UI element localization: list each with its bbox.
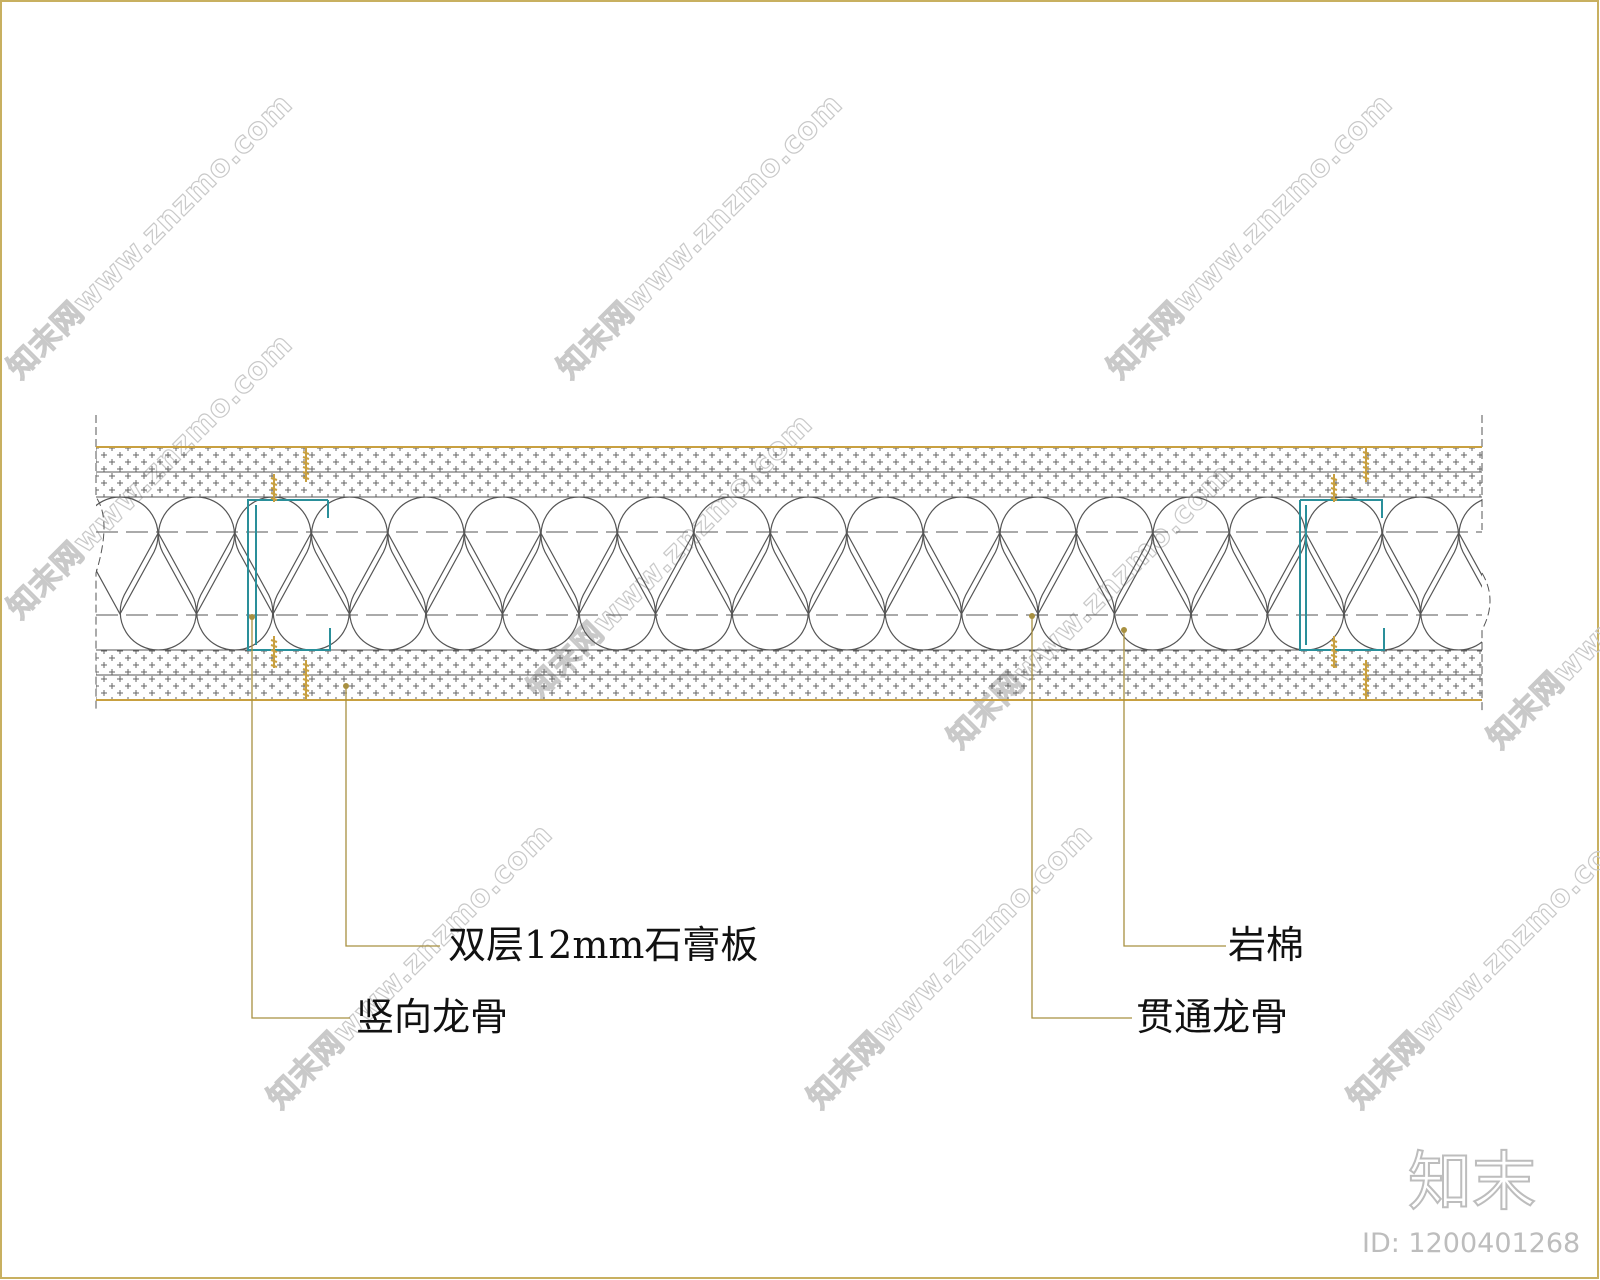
- rock-wool-loop-lower: [272, 531, 350, 650]
- screw-group: [270, 448, 1370, 700]
- rock-wool-loop-upper: [1228, 497, 1307, 616]
- screw: [1362, 660, 1370, 700]
- rock-wool-loop-lower: [119, 531, 197, 650]
- leader-lines: [251, 616, 1226, 1019]
- screw: [1362, 448, 1370, 482]
- rock-wool-loop-lower: [961, 531, 1039, 650]
- rock-wool-loop-lower: [1497, 533, 1573, 650]
- screw: [270, 474, 278, 502]
- rock-wool-loop-lower: [655, 531, 733, 650]
- vertical-keel-right: [1299, 499, 1385, 651]
- rock-wool-loop-lower: [502, 531, 580, 650]
- rock-wool-loop-upper: [96, 497, 159, 616]
- rock-wool-loop-upper: [922, 497, 1001, 616]
- image-id: ID: 1200401268: [1362, 1228, 1580, 1259]
- rock-wool-loop-lower: [731, 531, 809, 650]
- rock-wool-loop-lower: [425, 531, 503, 650]
- watermark-text: 知末网www.znzmo.com: [1341, 817, 1600, 1116]
- rock-wool-loop-upper: [769, 497, 848, 616]
- screw: [1330, 474, 1338, 502]
- brand-logo-text: 知末: [1408, 1146, 1536, 1220]
- label-gypsum-board: 双层12mm石膏板: [448, 923, 758, 967]
- rock-wool-loop-lower: [808, 531, 886, 650]
- rock-wool-loop-lower: [1420, 531, 1482, 650]
- rock-wool-loop-lower: [1037, 531, 1115, 650]
- rock-wool-loop-upper: [1381, 497, 1460, 616]
- gypsum-board-bottom: [96, 649, 1482, 701]
- rock-wool-loop-upper: [1075, 497, 1154, 616]
- rock-wool-loop-upper: [846, 497, 924, 616]
- watermark-text: 知末网www.znzmo.com: [1, 87, 300, 386]
- rock-wool-loop-lower: [1190, 531, 1268, 650]
- label-rock-wool: 岩棉: [1228, 923, 1304, 967]
- vertical-keel-left: [247, 499, 331, 651]
- rock-wool-loop-lower: [349, 531, 427, 650]
- gypsum-board-top: [96, 446, 1482, 498]
- watermark-text: 知末网www.znzmo.com: [1481, 457, 1600, 756]
- break-line-right: [1481, 415, 1491, 712]
- rock-wool-loop-upper: [1458, 499, 1482, 588]
- screw: [302, 660, 310, 700]
- label-vertical-keel: 竖向龙骨: [356, 995, 508, 1039]
- rock-wool-loop-upper: [999, 497, 1077, 616]
- rock-wool-loop-upper: [693, 497, 771, 616]
- rock-wool-loop-upper: [234, 497, 312, 616]
- rock-wool-loop-upper: [157, 497, 236, 616]
- rock-wool-loop-upper: [1305, 497, 1383, 616]
- rock-wool-loop-upper: [387, 497, 465, 616]
- screw: [302, 448, 310, 482]
- screw: [270, 636, 278, 668]
- rock-wool-loop-upper: [616, 497, 695, 616]
- watermark-text: 知末网www.znzmo.com: [801, 817, 1100, 1116]
- rock-wool-core: [96, 497, 1573, 650]
- screw: [1330, 636, 1338, 668]
- rock-wool-loop-upper: [540, 497, 618, 616]
- label-through-keel: 贯通龙骨: [1136, 995, 1288, 1039]
- rock-wool-loop-lower: [1343, 531, 1421, 650]
- rock-wool-loop-lower: [578, 531, 656, 650]
- rock-wool-loop-upper: [310, 497, 389, 616]
- watermark-text: 知末网www.znzmo.com: [551, 87, 850, 386]
- rock-wool-loop-upper: [463, 497, 542, 616]
- watermark-text: 知末网www.znzmo.com: [1101, 87, 1400, 386]
- leader-dots: [249, 613, 1127, 689]
- rock-wool-loop-lower: [884, 531, 962, 650]
- rock-wool-loop-lower: [196, 531, 274, 650]
- rock-wool-loop-upper: [1152, 497, 1230, 616]
- rock-wool-loop-lower: [1114, 531, 1192, 650]
- watermark-layer: 知末网www.znzmo.com 知末网www.znzmo.com 知末网www.z…: [0, 86, 1600, 1116]
